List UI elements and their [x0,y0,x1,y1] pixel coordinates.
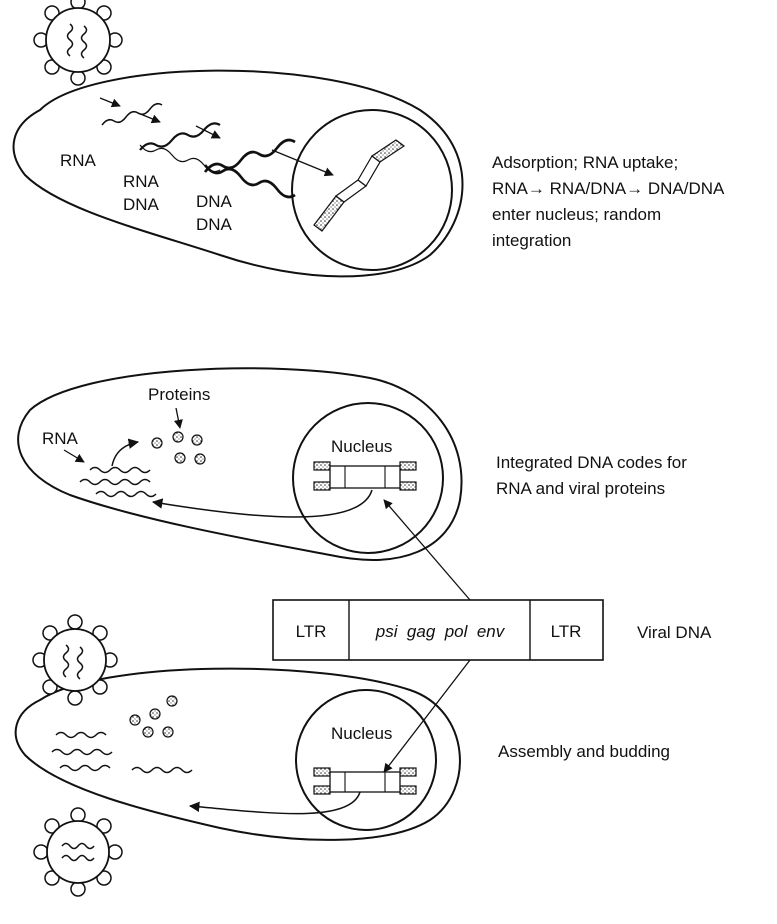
rna-strands [51,731,193,774]
arrow-nucleus-to-rna [188,791,361,815]
cell-outline [12,69,464,278]
panel-3-caption: Assembly and budding [498,742,670,761]
viral-dna-box [272,599,604,661]
viral-dna-map: LTR psi gag pol env LTR Viral DNA [272,499,712,773]
dna-double-strand [203,138,296,199]
arrow [173,407,183,429]
arrow-to-panel-3 [383,659,471,773]
svg-text:RNA and viral proteins: RNA and viral proteins [496,479,665,498]
label-proteins: Proteins [148,385,210,404]
segment-ltr-right: LTR [551,622,582,641]
arrow-nucleus-to-rna [151,489,373,518]
integrated-provirus [313,461,417,491]
label-dna-dna-bottom: DNA [196,215,233,234]
rna-strands [79,466,157,498]
nucleus-outline [292,402,444,554]
cell-outline [14,667,461,841]
svg-text:integration: integration [492,231,571,250]
svg-text:Assembly and budding: Assembly and budding [498,742,670,761]
svg-text:Adsorption; RNA uptake;: Adsorption; RNA uptake; [492,153,678,172]
rna-strand [101,102,163,126]
panel-1-adsorption: RNA RNA DNA DNA DNA Adsorption; RNA upta… [12,0,725,278]
label-rna-dna-bottom: DNA [123,195,160,214]
svg-text:RNA→ RNA/DNA→ DNA/DNA: RNA→ RNA/DNA→ DNA/DNA [492,179,725,198]
label-viral-dna: Viral DNA [637,623,712,642]
label-nucleus: Nucleus [331,724,392,743]
budding-virus-icon [32,614,118,706]
panel-2-caption: Integrated DNA codes for RNA and viral p… [496,453,687,498]
protein-particles [151,431,206,465]
label-rna: RNA [42,429,79,448]
segment-genes: psi gag pol env [375,622,506,641]
arrow [99,97,121,108]
virus-particle-icon [33,0,123,86]
integration-site [313,139,406,232]
panel-1-caption: Adsorption; RNA uptake; RNA→ RNA/DNA→ DN… [492,153,725,250]
nucleus-outline [291,109,453,271]
cell-outline [17,367,463,561]
label-nucleus: Nucleus [331,437,392,456]
label-rna-dna-top: RNA [123,172,160,191]
protein-particles [129,695,178,738]
panel-2-expression: Proteins RNA Nucleus Integrated DNA code [17,367,687,561]
arrow-to-panel-2 [383,499,471,601]
rna-dna-hybrid [139,122,221,173]
svg-text:enter nucleus; random: enter nucleus; random [492,205,661,224]
arrow [137,112,161,124]
budding-virus-icon [33,807,123,897]
panel-3-assembly: Nucleus Assembly and budding [14,614,670,897]
integrated-provirus [313,767,417,795]
segment-ltr-left: LTR [296,622,327,641]
arrow [63,449,85,463]
arrow [195,125,221,139]
svg-text:Integrated DNA codes for: Integrated DNA codes for [496,453,687,472]
nucleus-outline [295,689,437,831]
arrow-rna-to-protein [111,438,140,467]
label-dna-dna-top: DNA [196,192,233,211]
arrow-to-nucleus [271,149,334,177]
label-rna: RNA [60,151,97,170]
